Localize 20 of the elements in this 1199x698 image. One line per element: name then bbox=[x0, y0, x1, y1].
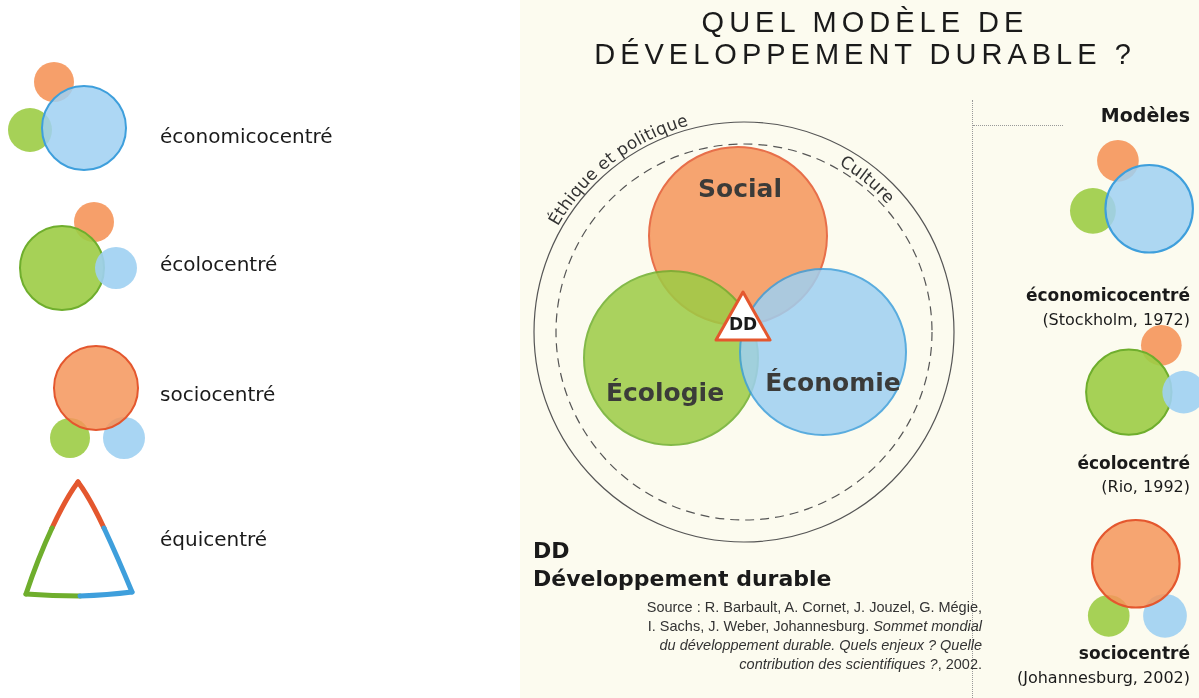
legend-label: écolocentré bbox=[160, 252, 278, 276]
source-note: Source : R. Barbault, A. Cornet, J. Jouzel, G. Mégie, I. Sachs, J. Weber, Johannesburg. Sommet mondial du développement durable. Quels enjeux ? Quelle contribution des scientifiques ?, 2002. bbox=[645, 598, 982, 674]
circle-label: Social bbox=[697, 174, 783, 203]
model-date: (Rio, 1992) bbox=[1101, 477, 1190, 496]
panel-heading: Modèles bbox=[1100, 104, 1190, 126]
model-name: économicocentré bbox=[1025, 285, 1190, 305]
circle-label: Écologie bbox=[604, 378, 726, 407]
definition-text: DD bbox=[533, 538, 570, 563]
model-date: (Stockholm, 1972) bbox=[1042, 310, 1190, 329]
model-name: sociocentré bbox=[1078, 643, 1190, 663]
circle-label: Économie bbox=[764, 368, 902, 397]
legend-label: sociocentré bbox=[160, 382, 276, 406]
legend-label: économicocentré bbox=[160, 124, 333, 148]
model-date: (Johannesburg, 2002) bbox=[1016, 668, 1190, 687]
title: QUEL MODÈLE DE DÉVELOPPEMENT DURABLE ? bbox=[593, 6, 1137, 70]
triangle-label: DD bbox=[727, 314, 759, 334]
legend-label: équicentré bbox=[160, 527, 268, 551]
definition-text: Développement durable bbox=[533, 566, 832, 591]
model-name: écolocentré bbox=[1077, 453, 1190, 473]
triangle-badge bbox=[712, 288, 774, 344]
